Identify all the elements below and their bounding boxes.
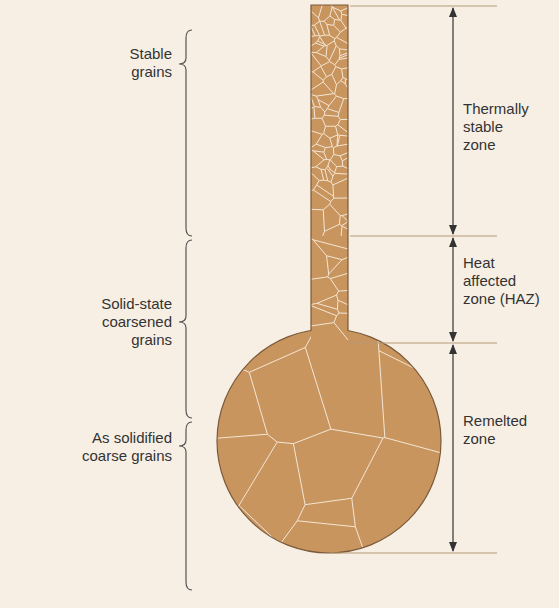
zone-line [350,235,497,236]
arrowhead [449,344,457,552]
zone-grain-label: Solid-state coarsened grains [82,295,172,349]
zone-name-label: Heat affected zone (HAZ) [463,254,547,308]
arrowhead [449,7,457,235]
grain-boundaries [311,237,348,342]
zone-name-label: Thermally stable zone [463,100,535,154]
braces [179,30,192,590]
dimension-arrow [452,238,453,341]
haz-grains [311,237,348,342]
brace [179,240,192,418]
zone-line [350,5,497,6]
zone-line [330,552,497,553]
brace [179,422,192,590]
wire-outline [311,5,348,331]
zone-name-label: Remelted zone [463,412,547,448]
grain-boundaries [215,327,443,555]
remelted-ball [217,329,441,553]
coarse-grains [215,327,443,555]
dimension-arrow [452,8,453,234]
zone-grain-label: As solidified coarse grains [72,429,172,465]
dimension-arrow [452,345,453,551]
stable-grains [311,5,348,236]
zone-arrows [449,7,457,552]
zone-grain-label: Stable grains [110,45,172,81]
grain-boundaries [311,5,348,236]
zone-line [350,342,497,343]
brace [179,30,192,236]
arrowhead [449,237,457,342]
ball-outline [217,329,441,553]
